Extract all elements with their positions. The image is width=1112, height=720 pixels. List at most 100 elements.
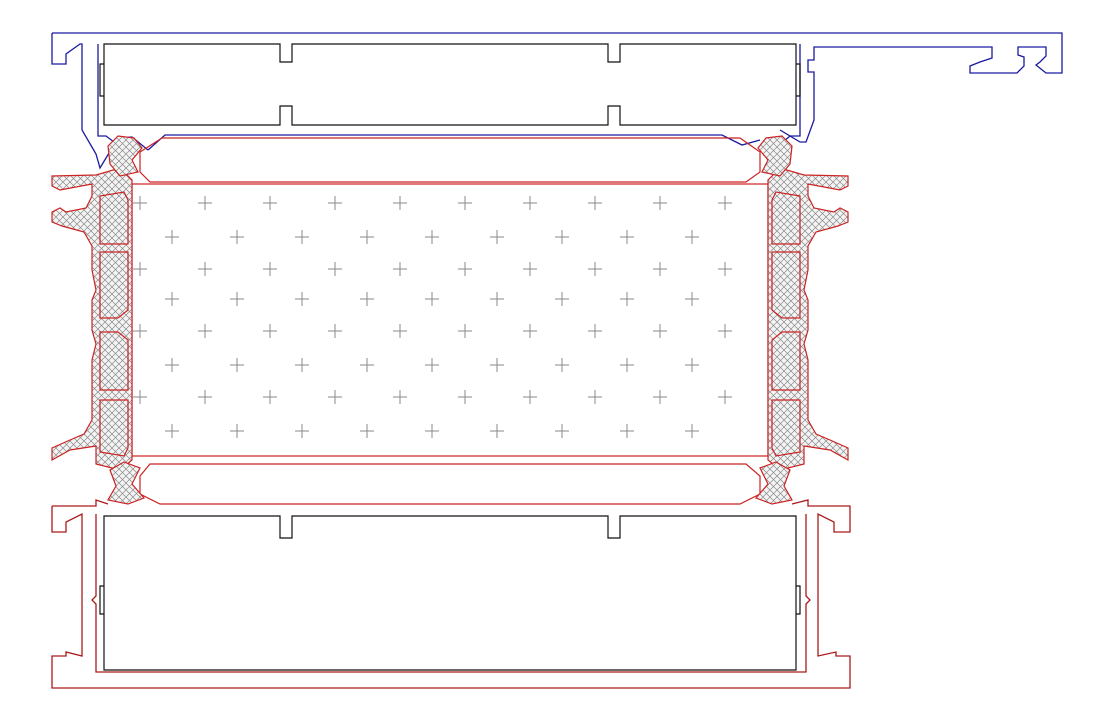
right-break-cavity-4	[771, 399, 801, 457]
insulation-cross	[328, 324, 342, 338]
insulation-cross	[360, 358, 374, 372]
insulation-cross	[555, 424, 569, 438]
insulation-cross	[685, 424, 699, 438]
top-frame-profile	[51, 32, 1063, 170]
right-break-cavity-2	[771, 251, 801, 319]
insulation-cross	[198, 196, 212, 210]
bottom-chamber	[99, 515, 801, 671]
insulation-cross	[360, 424, 374, 438]
insulation-cross	[360, 292, 374, 306]
insulation-cross	[620, 358, 634, 372]
insulation-cross	[490, 358, 504, 372]
insulation-cross	[425, 292, 439, 306]
insulation-cross	[198, 390, 212, 404]
left-top-wedge	[107, 135, 143, 177]
insulation-cross	[133, 196, 147, 210]
insulation-cross	[490, 230, 504, 244]
right-break-body	[767, 167, 849, 471]
insulation-cross	[718, 262, 732, 276]
insulation-cross	[588, 262, 602, 276]
insulation-cross	[295, 292, 309, 306]
insulation-cross	[458, 324, 472, 338]
insulation-cross	[588, 324, 602, 338]
top-frame-outline	[51, 32, 1063, 170]
insulation-cross	[393, 324, 407, 338]
insulation-cross	[165, 358, 179, 372]
insulation-cross	[718, 196, 732, 210]
insulation-cross	[295, 230, 309, 244]
insulation-cross	[198, 262, 212, 276]
insulation-cross	[425, 358, 439, 372]
insulation-cross	[653, 390, 667, 404]
insulation-cross	[295, 358, 309, 372]
bottom-frame-profile	[51, 499, 851, 689]
insulation-cross	[685, 358, 699, 372]
left-break-body	[51, 167, 133, 471]
insulation-cross	[230, 358, 244, 372]
insulation-cross	[230, 292, 244, 306]
insulation-cross	[620, 292, 634, 306]
insulation-cross	[653, 196, 667, 210]
insulation-cross	[555, 292, 569, 306]
top-chamber-right-notch	[796, 63, 801, 97]
top-frame-inner-right	[782, 44, 801, 143]
insulation-cross	[523, 196, 537, 210]
insulation-cross	[263, 196, 277, 210]
insulation-cross	[685, 292, 699, 306]
insulation-cross	[165, 292, 179, 306]
insulation-cross	[328, 262, 342, 276]
right-break-cavity-3	[771, 331, 801, 391]
insulation-cross	[198, 324, 212, 338]
insulation-cross	[523, 262, 537, 276]
right-thermal-break	[754, 135, 849, 505]
left-break-cavity-3	[99, 331, 129, 391]
left-break-cavity-1	[99, 191, 129, 245]
insulation-cross	[263, 390, 277, 404]
left-break-cavity-4	[99, 399, 129, 457]
bottom-frame-outline	[51, 499, 851, 689]
insulation-cross	[718, 390, 732, 404]
insulation-cross	[718, 324, 732, 338]
insulation-cross	[328, 196, 342, 210]
top-chamber	[99, 43, 801, 126]
insulation-cross	[588, 390, 602, 404]
right-break-cavity-1	[771, 191, 801, 245]
insulation-cross	[490, 292, 504, 306]
insulation-cross	[523, 390, 537, 404]
top-frame-inner-left	[97, 44, 115, 143]
insulation-cross	[133, 390, 147, 404]
insulation-cross	[685, 230, 699, 244]
insulation-cross	[230, 424, 244, 438]
top-chamber-left-notch	[99, 63, 104, 97]
left-break-cavity-2	[99, 251, 129, 319]
bottom-chamber-outline	[103, 515, 797, 671]
insulation-cross	[263, 324, 277, 338]
insulation-cross	[393, 196, 407, 210]
insulation-cross	[458, 390, 472, 404]
insulation-cross	[263, 262, 277, 276]
right-bottom-wedge	[754, 461, 793, 505]
insulation-cross	[360, 230, 374, 244]
insulation-cross	[165, 230, 179, 244]
insulation-cross	[393, 262, 407, 276]
insulation-cross	[425, 424, 439, 438]
insulation-cross	[133, 262, 147, 276]
bottom-frame-inner-left	[91, 514, 811, 673]
insulation-cross	[620, 230, 634, 244]
insulation-cross	[523, 324, 537, 338]
insulation-cross	[133, 324, 147, 338]
insulation-cross-pattern	[133, 196, 732, 438]
insulation-cross	[458, 262, 472, 276]
insulation-cross	[588, 196, 602, 210]
insulation-cross	[620, 424, 634, 438]
right-top-wedge	[757, 135, 793, 177]
insulation-cross	[555, 358, 569, 372]
panel-top-gasket	[139, 137, 761, 183]
insulation-cross	[230, 230, 244, 244]
left-bottom-wedge	[107, 461, 146, 505]
panel-bottom-gasket	[139, 463, 761, 505]
insulation-cross	[295, 424, 309, 438]
bottom-chamber-right-notch	[796, 585, 801, 615]
